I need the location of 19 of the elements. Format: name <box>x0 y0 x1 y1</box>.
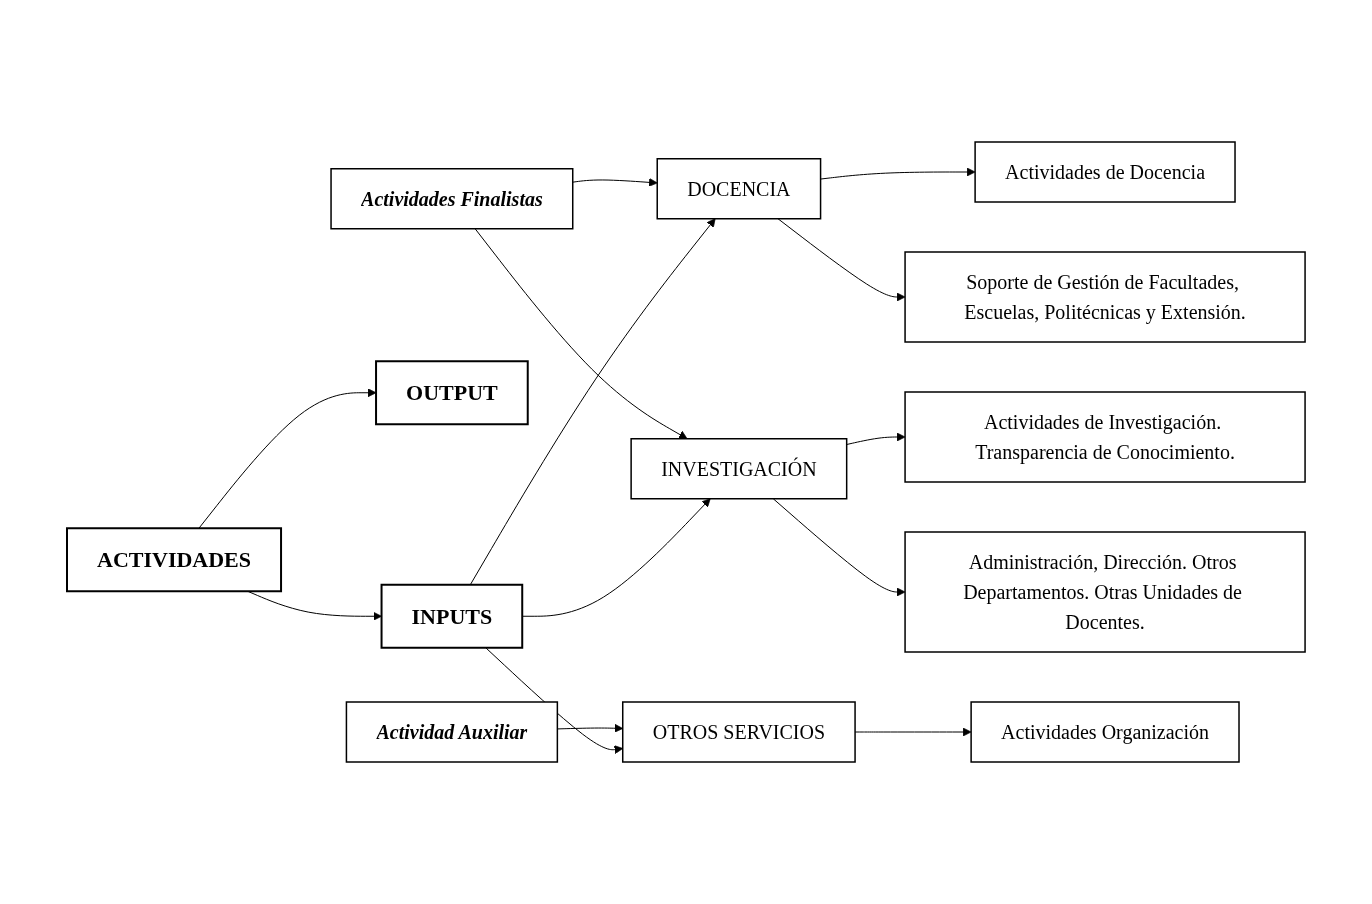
arrow <box>198 388 377 529</box>
arrow <box>777 218 906 302</box>
arrow <box>820 167 976 180</box>
node-box: Actividades de Investigación. Transparencia de Conocimiento. <box>904 391 1306 483</box>
node-box: INPUTS <box>380 583 524 649</box>
node-box: Administración, Dirección. Otros Departamentos. Otras Unidades de Docentes. <box>904 531 1306 653</box>
node-box: Actividades de Docencia <box>974 141 1236 203</box>
arrow <box>772 498 906 597</box>
arrow <box>846 432 906 445</box>
node-box: Soporte de Gestión de Facultades, Escuelas, Politécnicas y Extensión. <box>904 251 1306 343</box>
node-box: DOCENCIA <box>656 158 822 220</box>
arrow <box>469 218 716 586</box>
arrow <box>474 228 688 440</box>
node-box: ACTIVIDADES <box>65 527 282 593</box>
node-box: OUTPUT <box>375 360 529 426</box>
node-box: Actividades Organización <box>970 701 1240 763</box>
node-box: INVESTIGACIÓN <box>630 438 848 500</box>
node-box: OTROS SERVICIOS <box>621 701 856 763</box>
arrow <box>572 178 658 187</box>
